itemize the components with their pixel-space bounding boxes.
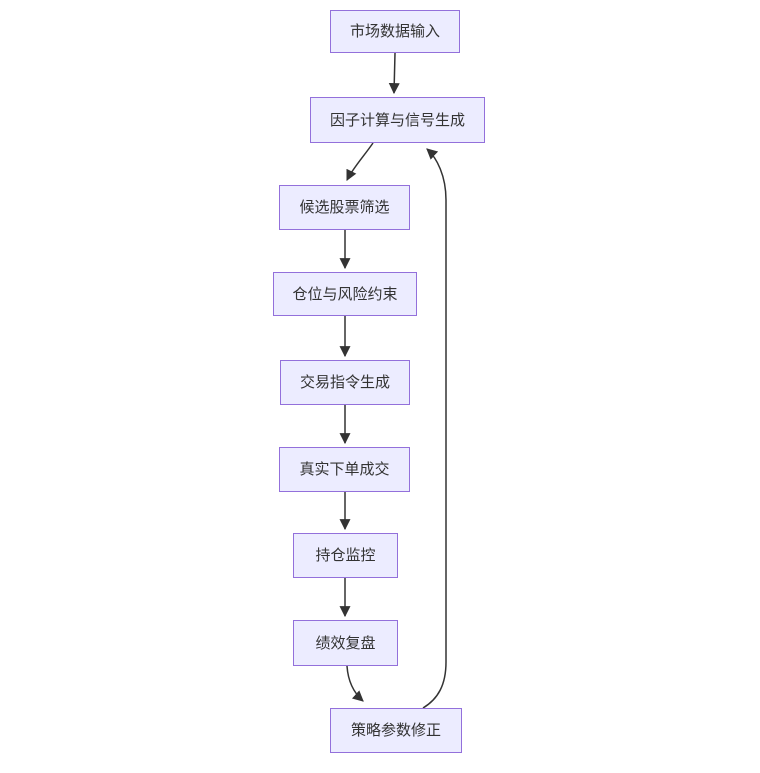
node-market-data-input: 市场数据输入 xyxy=(330,10,460,53)
node-factor-signal-generation: 因子计算与信号生成 xyxy=(310,97,485,143)
node-performance-review: 绩效复盘 xyxy=(293,620,398,666)
node-strategy-parameter-correction: 策略参数修正 xyxy=(330,708,462,753)
edge-factor-to-screening xyxy=(346,142,374,181)
node-trade-instruction-generation: 交易指令生成 xyxy=(280,360,410,405)
node-position-monitoring: 持仓监控 xyxy=(293,533,398,578)
node-real-order-execution: 真实下单成交 xyxy=(279,447,410,492)
node-candidate-stock-screening: 候选股票筛选 xyxy=(279,185,410,230)
edge-review-to-params xyxy=(346,665,364,702)
node-position-risk-constraints: 仓位与风险约束 xyxy=(273,272,417,316)
node-label-real-order-execution: 真实下单成交 xyxy=(299,461,390,478)
node-label-strategy-parameter-correction: 策略参数修正 xyxy=(350,722,441,739)
edge-params-to-factor-feedback xyxy=(422,148,447,709)
node-label-trade-instruction-generation: 交易指令生成 xyxy=(299,374,390,391)
node-label-performance-review: 绩效复盘 xyxy=(315,634,376,652)
node-label-factor-signal-generation: 因子计算与信号生成 xyxy=(329,111,465,129)
node-label-market-data-input: 市场数据输入 xyxy=(349,23,440,40)
node-label-position-risk-constraints: 仓位与风险约束 xyxy=(292,285,398,303)
node-label-candidate-stock-screening: 候选股票筛选 xyxy=(299,199,390,216)
edge-market-to-factor xyxy=(388,52,400,95)
node-label-position-monitoring: 持仓监控 xyxy=(315,547,376,564)
